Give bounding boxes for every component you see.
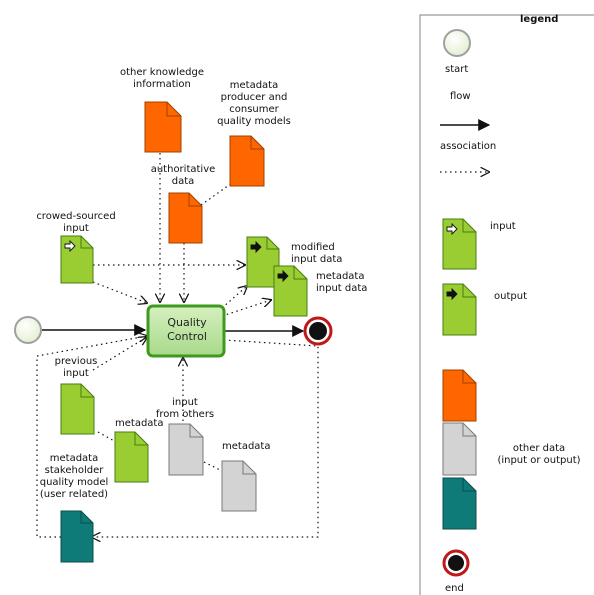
input-arrow-icon [64, 239, 76, 253]
legend-output-label: output [494, 291, 527, 302]
doc-crowd-sourced [60, 235, 94, 284]
legend-border [419, 14, 594, 595]
assoc-previous-to-task [92, 337, 147, 371]
doc-input-from-others [168, 423, 204, 476]
start-event [14, 316, 42, 344]
label-metadata-models: metadata producer and consumer quality m… [217, 80, 291, 127]
doc-previous-input [60, 383, 95, 435]
assoc-metadata-models [200, 182, 233, 206]
label-previous-input: previous input [54, 356, 98, 379]
doc-metadata-input [273, 265, 308, 317]
output-arrow-icon [277, 269, 289, 283]
assoc-stakeholder-to-task [36, 336, 147, 538]
legend-end-label: end [445, 583, 464, 594]
legend-end-icon [442, 549, 470, 577]
legend-doc-input [442, 218, 477, 270]
assoc-task-to-modified [221, 286, 247, 309]
sequence-flows [42, 324, 305, 337]
doc-metadata-others [221, 460, 257, 512]
doc-stakeholder-model [60, 510, 94, 563]
label-modified-input: modified input data [291, 242, 343, 265]
doc-metadata-previous [114, 431, 149, 483]
association-lines [36, 153, 319, 538]
label-metadata-input: metadata input data [316, 271, 368, 294]
input-arrow-icon [446, 222, 458, 236]
legend-association-label: association [440, 141, 497, 152]
quality-control-task [146, 304, 226, 358]
task-label: Quality Control [167, 316, 207, 343]
doc-metadata-models [229, 135, 265, 187]
legend-doc-teal [442, 477, 477, 530]
label-metadata-previous: metadata [115, 418, 164, 429]
label-other-knowledge: other knowledge information [119, 67, 205, 90]
assoc-others-metadata [203, 461, 225, 473]
label-stakeholder-model: metadata stakeholder quality model (user… [39, 453, 109, 500]
output-arrow-icon [446, 287, 458, 301]
legend-start-label: start [445, 64, 469, 75]
label-metadata-others: metadata [222, 441, 271, 452]
legend-other-data-label: other data (input or output) [497, 443, 581, 466]
label-input-from-others: input from others [155, 397, 215, 420]
legend-doc-output [442, 283, 477, 336]
label-crowd-sourced: crowed-sourced input [36, 211, 116, 234]
assoc-crowd-to-task [92, 281, 147, 303]
legend-start-icon [443, 29, 471, 57]
legend-doc-grey [442, 422, 477, 476]
assoc-previous-metadata [97, 431, 117, 443]
doc-authoritative [168, 192, 203, 244]
legend-title: legend [520, 14, 559, 25]
legend-documents [442, 218, 477, 530]
end-event [303, 316, 333, 346]
diagram-documents [60, 101, 308, 563]
output-arrow-icon [250, 240, 262, 254]
label-authoritative: authoritative data [150, 164, 216, 187]
legend-flow-label: flow [450, 91, 471, 102]
legend-input-label: input [490, 221, 516, 232]
legend-doc-orange [442, 369, 477, 422]
doc-other-knowledge [144, 101, 182, 153]
assoc-task-to-metadata-input [221, 300, 271, 317]
legend-panel [419, 14, 594, 595]
